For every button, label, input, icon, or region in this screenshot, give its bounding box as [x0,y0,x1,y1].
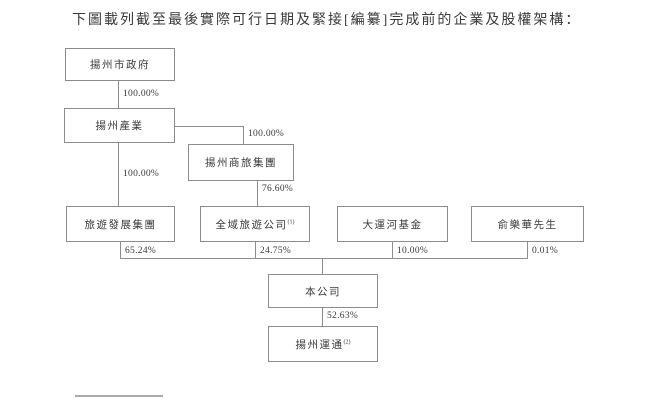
node-yangzhou-government: 揚州市政府 [65,48,175,81]
node-the-company: 本公司 [268,274,378,308]
connector-shareholder-bus [120,258,528,259]
connector-quanyu-to-bus [255,242,256,258]
node-quanyu-tourism-company: 全域旅遊公司(1) [200,206,310,242]
ownership-gov-to-industry: 100.00% [123,89,160,99]
connector-mryu-to-bus [527,242,528,258]
ownership-company-to-yuntong: 52.63% [327,311,359,321]
node-yangzhou-industry: 揚州產業 [64,108,175,143]
connector-bus-to-company [322,258,323,274]
node-yangzhou-industry-label: 揚州產業 [95,121,144,132]
node-grand-canal-fund: 大運河基金 [337,206,448,242]
node-tourism-development-group: 旅遊發展集團 [66,206,175,242]
page-title: 下圖載列截至最後實際可行日期及緊接[編纂]完成前的企業及股權架構： [72,13,582,28]
node-yangzhou-yuntong: 揚州運通(2) [268,326,378,362]
node-mr-yu-lehua: 俞樂華先生 [471,206,584,242]
connector-industry-to-shanglv [243,126,244,144]
ownership-shanglv-to-quanyu: 76.60% [262,184,294,194]
ownership-quanyu-to-company: 24.75% [260,246,292,256]
connector-company-to-yuntong [322,308,323,326]
connector-canalfund-to-bus [392,242,393,258]
ownership-tourismdev-to-company: 65.24% [125,246,157,256]
footnote-separator-rule [75,395,163,397]
node-tourism-development-group-label: 旅遊發展集團 [84,219,157,231]
ownership-canalfund-to-company: 10.00% [397,246,429,256]
node-yangzhou-yuntong-text: 揚州運通 [295,339,344,351]
ownership-industry-to-tourismdev: 100.00% [123,169,160,179]
node-yangzhou-government-label: 揚州市政府 [90,60,150,71]
connector-gov-to-industry [118,81,119,108]
footnote-marker-2: (2) [343,339,351,345]
connector-industry-right-horizontal [175,126,243,127]
connector-tourismdev-to-bus [120,242,121,258]
node-mr-yu-lehua-label: 俞樂華先生 [497,219,558,231]
node-quanyu-tourism-company-label: 全域旅遊公司(1) [216,217,295,232]
node-yangzhou-yuntong-label: 揚州運通(2) [296,337,351,352]
node-quanyu-tourism-company-text: 全域旅遊公司 [215,219,288,231]
node-yangzhou-shanglv-group-label: 揚州商旅集團 [205,158,277,169]
node-grand-canal-fund-label: 大運河基金 [362,219,423,231]
ownership-industry-to-shanglv: 100.00% [248,129,285,139]
ownership-mryu-to-company: 0.01% [532,246,559,256]
footnote-marker-1: (1) [287,219,295,225]
node-yangzhou-shanglv-group: 揚州商旅集團 [188,144,294,181]
node-the-company-label: 本公司 [305,286,341,298]
connector-industry-to-tourismdev [118,143,119,206]
connector-shanglv-to-quanyu [257,181,258,206]
